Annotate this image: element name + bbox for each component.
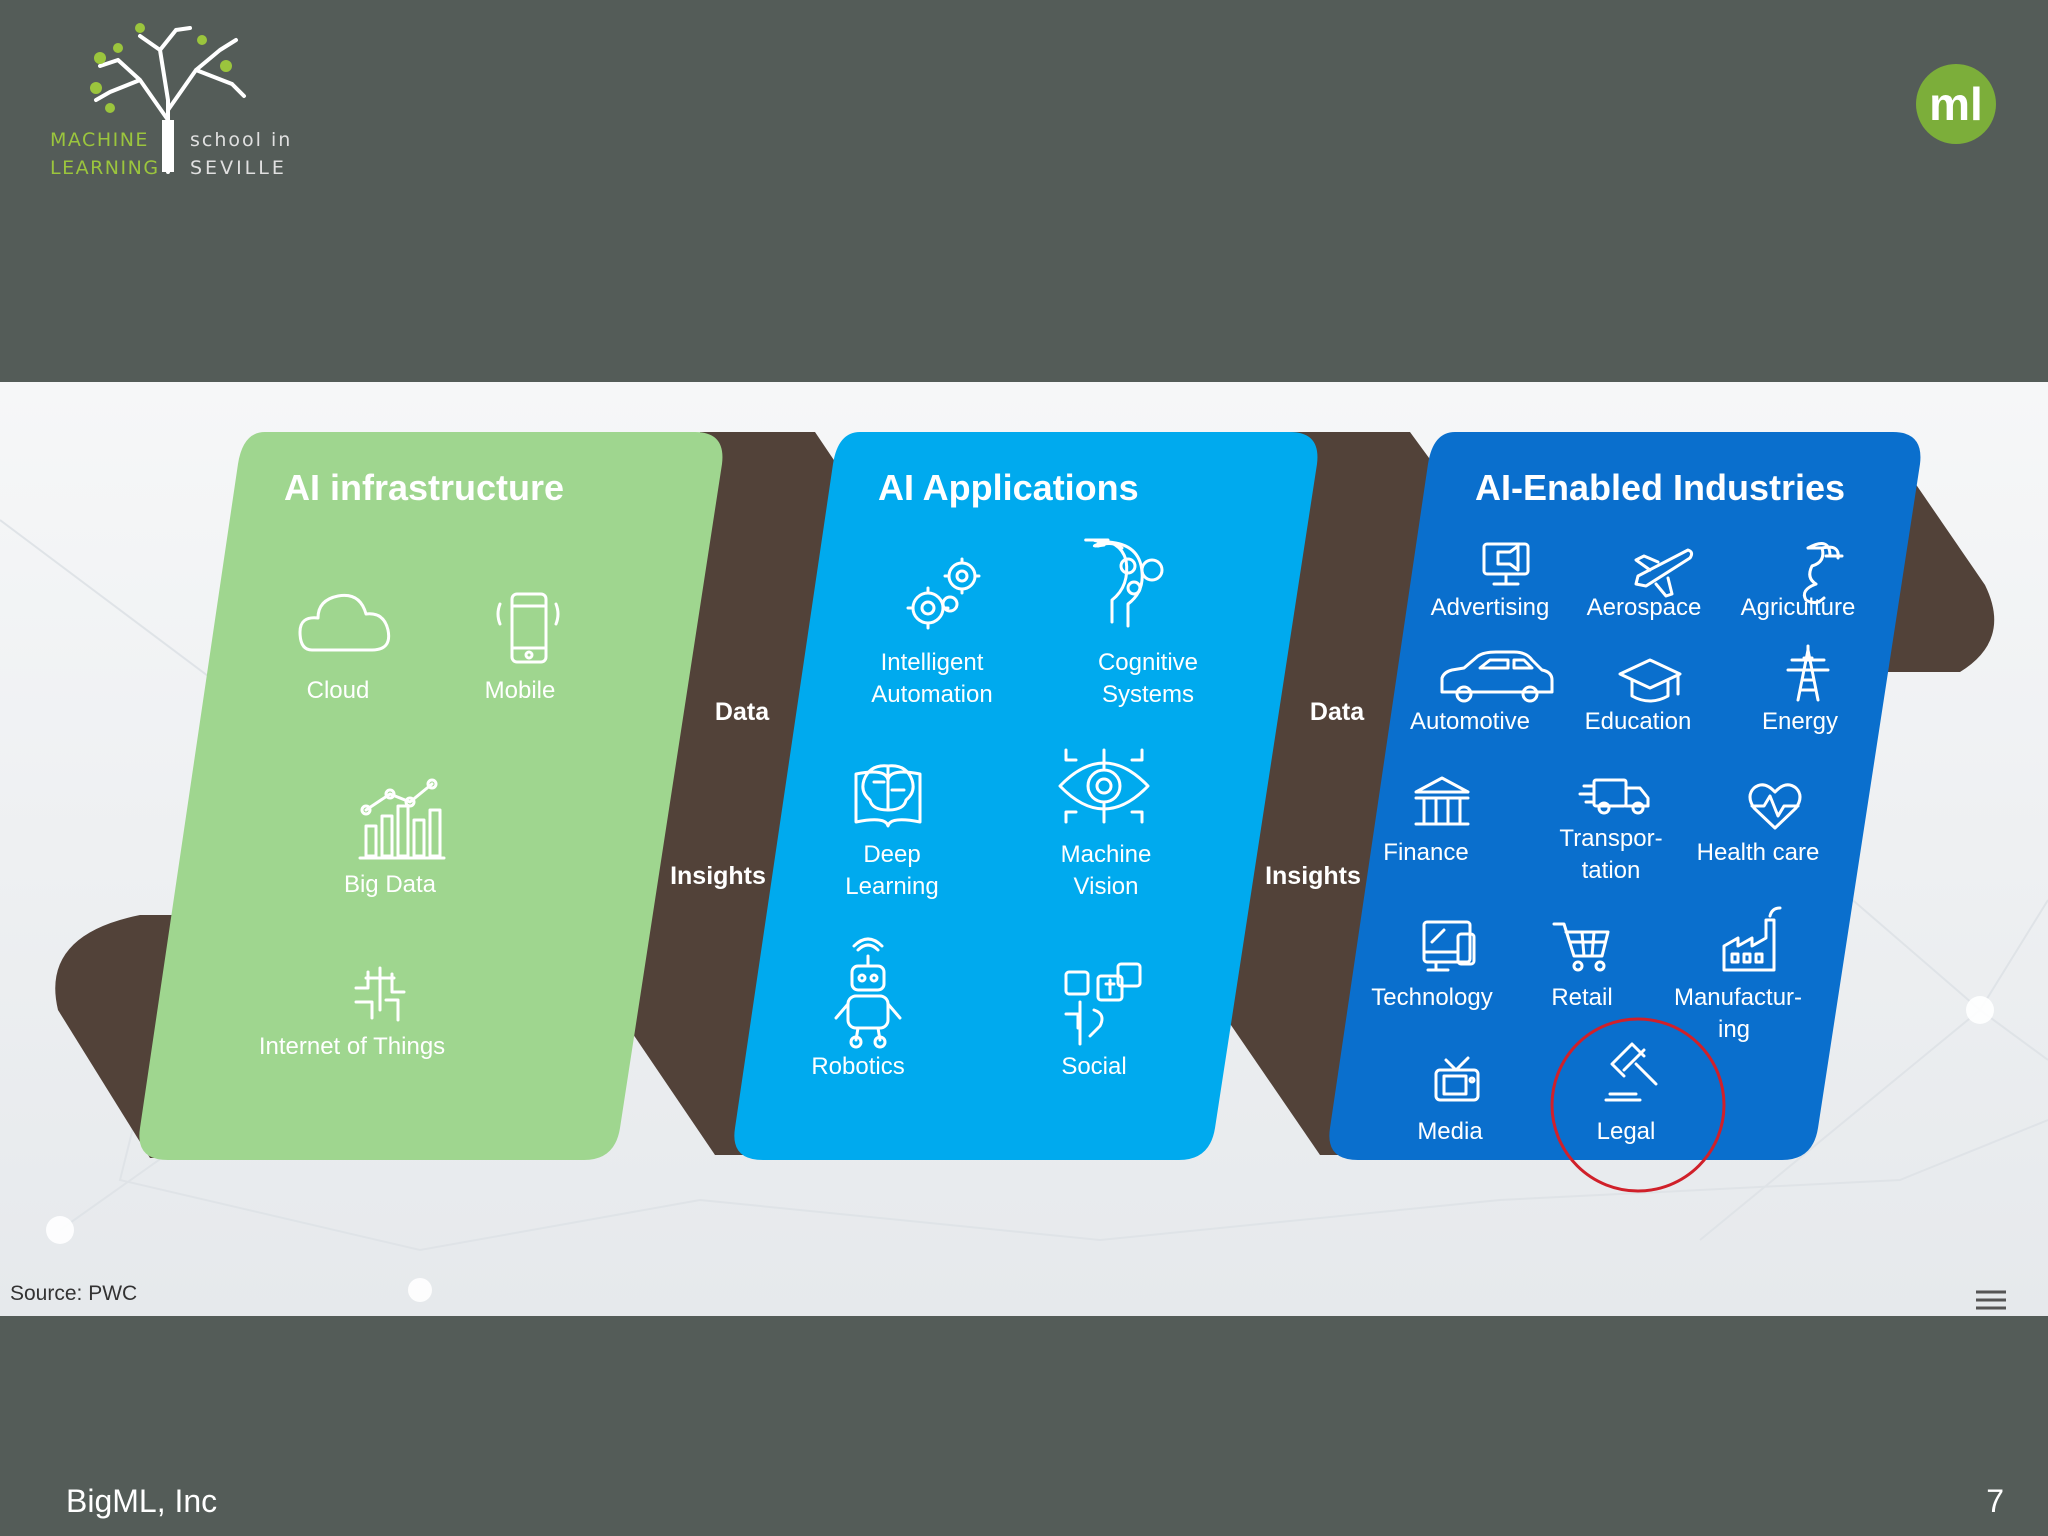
- panel-ai-applications: [734, 432, 1318, 1160]
- billboard-icon: [1482, 542, 1530, 586]
- head-gears-icon: [1084, 538, 1164, 628]
- ml-badge-text: ml: [1929, 78, 1983, 130]
- tree-leaves: [90, 23, 232, 113]
- item-label-robotics: Robotics: [811, 1053, 904, 1080]
- item-label-cloud: Cloud: [307, 677, 370, 704]
- item-label-aerospace: Aerospace: [1587, 594, 1702, 621]
- tree-icon: [94, 26, 246, 174]
- connector-data-label: Data: [1310, 698, 1365, 726]
- mobile-icon: [496, 592, 560, 664]
- brain-book-icon: [854, 764, 922, 828]
- item-label-machine-vision: Machine: [1061, 841, 1152, 868]
- logo-text-machine: MACHINE: [50, 129, 149, 151]
- connector-data-label: Data: [715, 698, 770, 726]
- power-tower-icon: [1786, 644, 1830, 702]
- plant-icon: [1802, 542, 1844, 605]
- gavel-icon: [1604, 1042, 1658, 1102]
- item-label-deep-learning: Deep: [863, 841, 920, 868]
- item-label-intelligent-automation: Intelligent: [881, 649, 984, 676]
- eye-icon: [1058, 748, 1150, 824]
- connector-1: Data Insights: [670, 698, 770, 890]
- logo-text-seville: SEVILLE: [190, 157, 287, 179]
- panel-title: AI Applications: [878, 467, 1139, 508]
- devices-icon: [1422, 920, 1476, 972]
- item-label-advertising: Advertising: [1431, 594, 1550, 621]
- item-label-social: Social: [1061, 1053, 1126, 1080]
- item-label-media: Media: [1417, 1118, 1483, 1145]
- item-label-big-data: Big Data: [344, 871, 437, 898]
- tv-icon: [1434, 1056, 1480, 1102]
- item-label-deep-learning-line2: Learning: [845, 873, 938, 900]
- bank-icon: [1414, 776, 1470, 826]
- ml-badge-circle: [1916, 64, 1996, 144]
- item-label-education: Education: [1585, 708, 1692, 735]
- source-label: Source: PWC: [10, 1282, 137, 1305]
- logo-text-learning: LEARNING: [50, 157, 160, 179]
- item-label-cognitive-systems: Cognitive: [1098, 649, 1198, 676]
- item-label-technology: Technology: [1371, 984, 1492, 1011]
- item-label-intelligent-automation-line2: Automation: [871, 681, 992, 708]
- graduation-cap-icon: [1618, 658, 1682, 703]
- footer-company: BigML, Inc: [66, 1483, 217, 1519]
- item-label-energy: Energy: [1762, 708, 1838, 735]
- item-label-mobile: Mobile: [485, 677, 556, 704]
- item-label-finance: Finance: [1383, 839, 1468, 866]
- item-label-agriculture: Agriculture: [1741, 594, 1856, 621]
- gears-icon: [906, 557, 981, 630]
- connector-insights-label: Insights: [670, 862, 766, 890]
- item-label-manufacturing-line2: ing: [1718, 1016, 1750, 1043]
- heart-icon: [1748, 783, 1802, 830]
- highlight-circle: [1550, 1017, 1726, 1193]
- truck-icon: [1578, 778, 1650, 815]
- factory-icon: [1722, 906, 1782, 972]
- item-label-automotive: Automotive: [1410, 708, 1530, 735]
- item-label-internet-of-things: Internet of Things: [259, 1033, 445, 1060]
- panel-title: AI-Enabled Industries: [1475, 467, 1845, 508]
- ml-badge: ml: [1916, 64, 1996, 144]
- item-label-cognitive-systems-line2: Systems: [1102, 681, 1194, 708]
- connector-2: Data Insights: [1265, 698, 1365, 890]
- item-label-legal: Legal: [1597, 1118, 1656, 1145]
- item-label-machine-vision-line2: Vision: [1074, 873, 1139, 900]
- iot-icon: [354, 966, 406, 1022]
- social-icon: [1064, 962, 1142, 1046]
- item-label-retail: Retail: [1551, 984, 1612, 1011]
- infographic-image: Data Insights Data Insights AI infrastru…: [0, 382, 2048, 1316]
- panel-ai-infrastructure: [139, 432, 723, 1160]
- menu-icon: [1976, 1290, 2006, 1310]
- item-label-health-care: Health care: [1697, 839, 1820, 866]
- airplane-icon: [1634, 548, 1694, 598]
- item-label-transportation: Transpor-: [1559, 825, 1662, 852]
- item-label-transportation-line2: tation: [1582, 857, 1641, 884]
- item-label-manufacturing: Manufactur-: [1674, 984, 1802, 1011]
- big-data-icon: [358, 778, 446, 860]
- robot-icon: [834, 937, 902, 1049]
- car-icon: [1440, 650, 1554, 703]
- cart-icon: [1552, 922, 1610, 972]
- panel-title: AI infrastructure: [284, 467, 564, 508]
- cloud-icon: [298, 593, 391, 652]
- footer-page-number: 7: [1986, 1483, 2004, 1519]
- logo-text-school-in: school in: [190, 129, 292, 151]
- school-logo: MACHINE LEARNING school in SEVILLE: [50, 23, 292, 179]
- connector-insights-label: Insights: [1265, 862, 1361, 890]
